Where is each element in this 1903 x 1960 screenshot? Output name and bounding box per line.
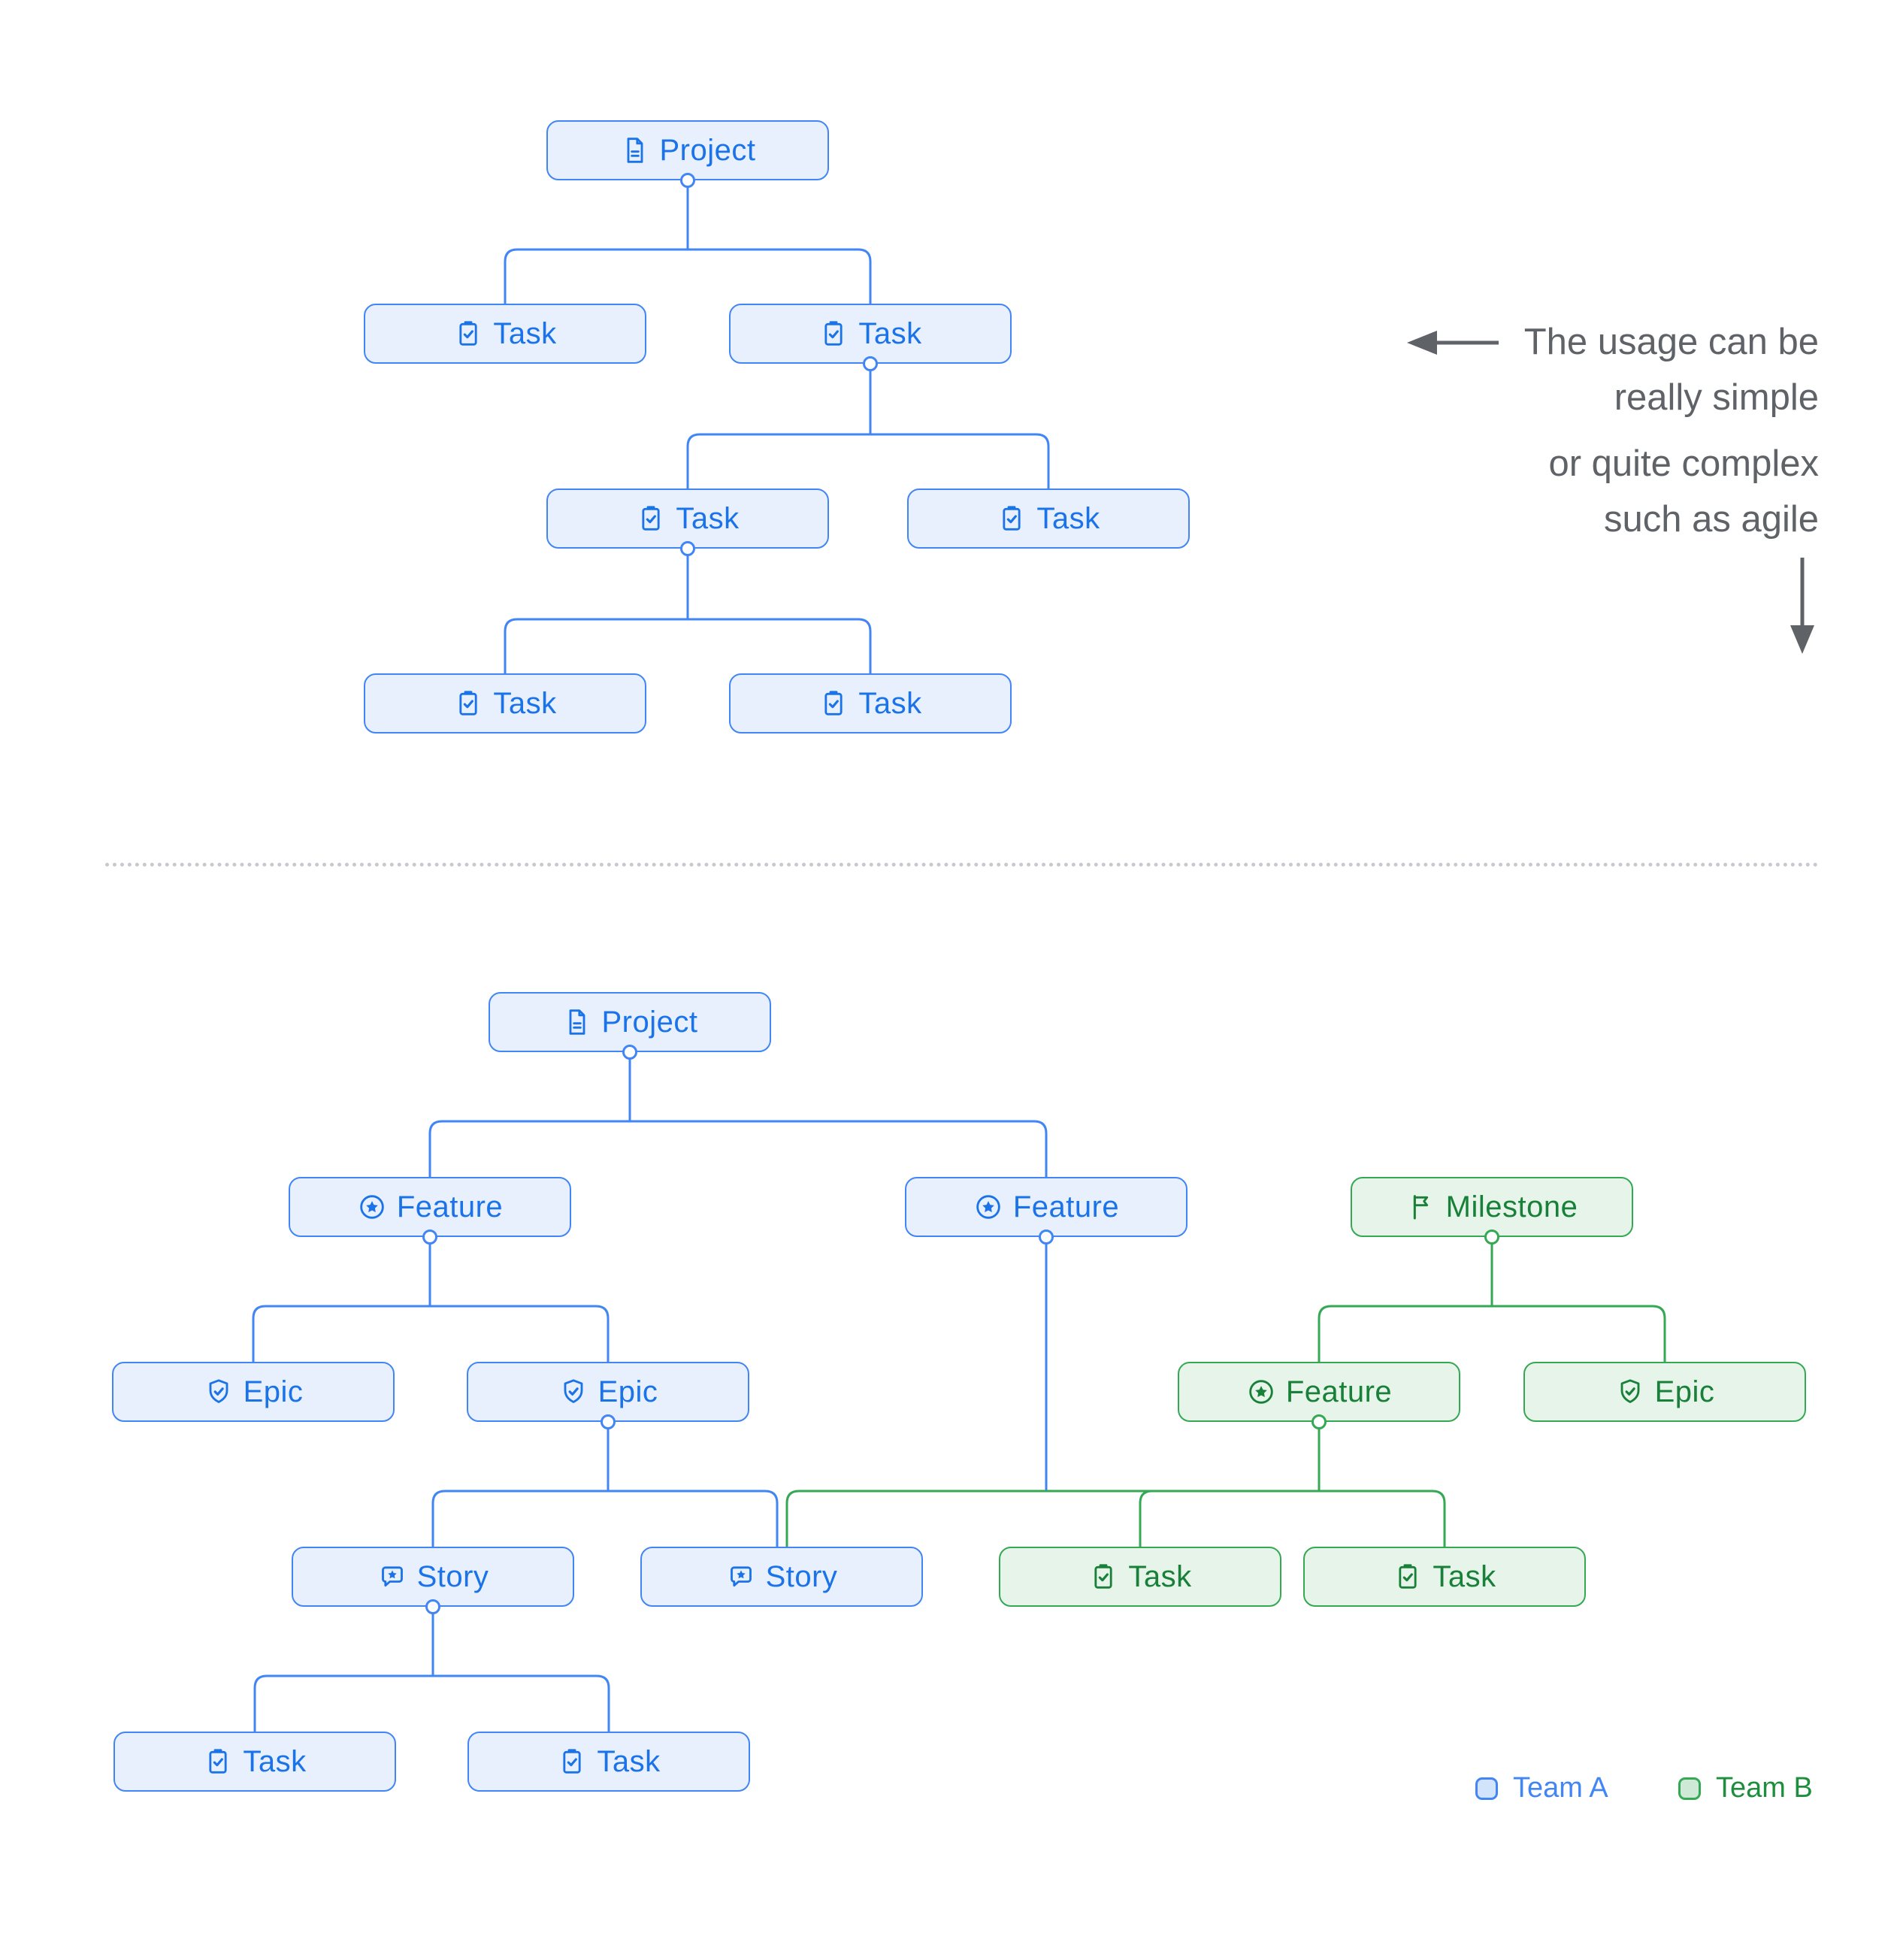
epic-icon: [1615, 1377, 1645, 1407]
task-icon: [997, 504, 1027, 534]
document-icon: [620, 135, 650, 165]
task-icon: [203, 1747, 233, 1777]
task-icon: [818, 688, 849, 718]
team-b-swatch-icon: [1678, 1777, 1701, 1800]
node-label: Story: [765, 1559, 838, 1593]
node-label: Task: [1036, 501, 1100, 535]
annotation-simple: The usage can be really simple: [1524, 314, 1819, 425]
story-icon: [726, 1562, 756, 1592]
node-milestone[interactable]: Milestone: [1351, 1177, 1633, 1237]
legend-team-a-label: Team A: [1513, 1772, 1608, 1804]
node-label: Task: [858, 686, 922, 720]
node-story-2[interactable]: Story: [640, 1547, 923, 1607]
team-a-swatch-icon: [1475, 1777, 1498, 1800]
node-label: Project: [601, 1005, 698, 1039]
feature-icon: [973, 1192, 1003, 1222]
epic-icon: [558, 1377, 588, 1407]
node-epic-green[interactable]: Epic: [1523, 1362, 1806, 1422]
task-icon: [557, 1747, 587, 1777]
node-label: Task: [493, 686, 557, 720]
node-task-c1[interactable]: Task: [364, 673, 646, 733]
node-task-d1[interactable]: Task: [113, 1732, 396, 1792]
story-icon: [377, 1562, 407, 1592]
dotted-separator: [105, 863, 1819, 867]
document-icon: [562, 1007, 592, 1037]
task-icon: [453, 319, 483, 349]
feature-icon: [357, 1192, 387, 1222]
node-label: Project: [659, 133, 756, 167]
node-label: Task: [597, 1744, 661, 1778]
node-feature-2[interactable]: Feature: [905, 1177, 1187, 1237]
legend-team-b-label: Team B: [1716, 1772, 1813, 1804]
node-epic-1[interactable]: Epic: [112, 1362, 395, 1422]
annotation-simple-line-1: The usage can be: [1523, 322, 1819, 362]
node-label: Task: [1433, 1559, 1496, 1593]
feature-icon: [1246, 1377, 1276, 1407]
epic-icon: [204, 1377, 234, 1407]
node-feature-1[interactable]: Feature: [289, 1177, 571, 1237]
node-task-green-1[interactable]: Task: [999, 1547, 1281, 1607]
task-icon: [818, 319, 849, 349]
node-project-bottom[interactable]: Project: [489, 992, 771, 1052]
node-task-c2[interactable]: Task: [729, 673, 1012, 733]
node-label: Epic: [1654, 1375, 1715, 1408]
legend-team-a: Team A: [1475, 1772, 1608, 1804]
annotation-simple-line-2: really simple: [1614, 377, 1819, 418]
node-label: Task: [858, 316, 922, 350]
annotation-complex-line-2: such as agile: [1603, 499, 1819, 540]
node-task-d2[interactable]: Task: [467, 1732, 750, 1792]
node-label: Epic: [243, 1375, 304, 1408]
node-label: Feature: [1012, 1190, 1120, 1223]
task-icon: [1393, 1562, 1423, 1592]
node-task-b1[interactable]: Task: [546, 488, 829, 549]
node-label: Feature: [1285, 1375, 1393, 1408]
node-label: Story: [416, 1559, 489, 1593]
node-task-a1[interactable]: Task: [364, 304, 646, 364]
node-task-b2[interactable]: Task: [907, 488, 1190, 549]
task-icon: [453, 688, 483, 718]
node-story-1[interactable]: Story: [292, 1547, 574, 1607]
node-label: Task: [676, 501, 740, 535]
node-epic-2[interactable]: Epic: [467, 1362, 749, 1422]
task-icon: [636, 504, 666, 534]
node-label: Task: [243, 1744, 307, 1778]
node-label: Task: [493, 316, 557, 350]
node-label: Feature: [396, 1190, 504, 1223]
node-label: Epic: [598, 1375, 658, 1408]
annotation-complex-line-1: or quite complex: [1548, 443, 1819, 484]
task-icon: [1088, 1562, 1118, 1592]
node-task-a2[interactable]: Task: [729, 304, 1012, 364]
node-project-top[interactable]: Project: [546, 120, 829, 180]
node-label: Milestone: [1445, 1190, 1578, 1223]
node-label: Task: [1128, 1559, 1192, 1593]
legend-team-b: Team B: [1678, 1772, 1813, 1804]
node-task-green-2[interactable]: Task: [1303, 1547, 1586, 1607]
milestone-icon: [1406, 1192, 1436, 1222]
annotation-complex: or quite complex such as agile: [1548, 436, 1819, 547]
node-feature-green[interactable]: Feature: [1178, 1362, 1460, 1422]
